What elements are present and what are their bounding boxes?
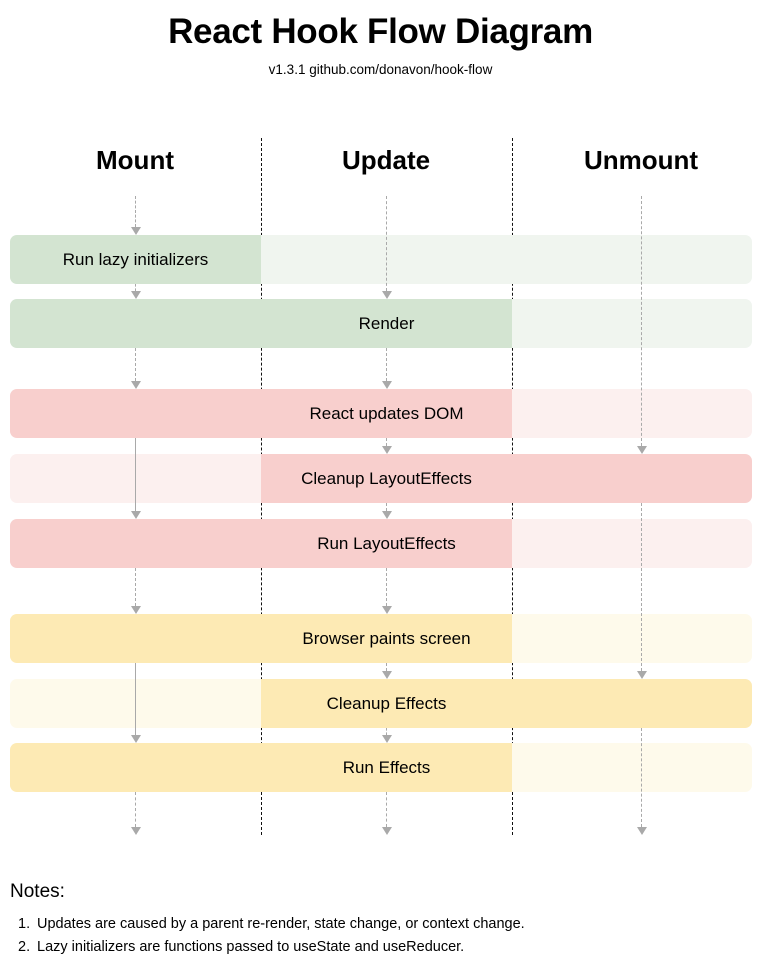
flow-connector-update-head-to-render xyxy=(386,196,387,291)
row-segment-run-layouteffects-unmount xyxy=(512,519,752,568)
flow-arrowhead-update-cleanup-to-run xyxy=(381,511,392,519)
flow-arrowhead-mount-exit xyxy=(130,827,141,835)
flow-row-run-effects: Run Effects xyxy=(10,743,752,792)
column-header-unmount: Unmount xyxy=(583,145,699,175)
row-label-browser-paints-screen: Browser paints screen xyxy=(302,628,471,648)
row-segment-render-update xyxy=(261,299,512,348)
flow-arrowhead-update-exit xyxy=(381,827,392,835)
flow-connector-mount-paint-to-effects xyxy=(135,663,136,735)
row-segment-run-lazy-initializers-mount xyxy=(10,235,261,284)
flow-arrowhead-mount-lazy-to-render xyxy=(130,291,141,299)
flow-connector-update-paint-to-cleanup xyxy=(386,663,387,671)
row-segment-render-unmount xyxy=(512,299,752,348)
flow-row-cleanup-effects: Cleanup Effects xyxy=(10,679,752,728)
flow-arrowhead-mount-head-to-lazy xyxy=(130,227,141,235)
row-segment-react-updates-dom-update xyxy=(261,389,512,438)
flow-arrowhead-update-cleanup-to-effects xyxy=(381,735,392,743)
flow-row-run-layouteffects: Run LayoutEffects xyxy=(10,519,752,568)
flow-arrowhead-mount-layout-to-paint xyxy=(130,606,141,614)
note-text: Updates are caused by a parent re-render… xyxy=(37,916,525,932)
row-segment-run-effects-update xyxy=(261,743,512,792)
row-segment-render-mount xyxy=(10,299,261,348)
page-subtitle: v1.3.1 github.com/donavon/hook-flow xyxy=(268,62,493,77)
row-segment-run-effects-unmount xyxy=(512,743,752,792)
flow-row-cleanup-layouteffects: Cleanup LayoutEffects xyxy=(10,454,752,503)
flow-arrowhead-mount-paint-to-effects xyxy=(130,735,141,743)
flow-arrowhead-update-layout-to-paint xyxy=(381,606,392,614)
flow-arrowhead-update-head-to-render xyxy=(381,291,392,299)
row-segment-cleanup-layouteffects-update xyxy=(261,454,512,503)
flow-row-browser-paints-screen: Browser paints screen xyxy=(10,614,752,663)
note-number: 2. xyxy=(18,939,31,955)
row-segment-browser-paints-screen-update xyxy=(261,614,512,663)
row-segment-run-effects-mount xyxy=(10,743,261,792)
flow-arrowhead-update-render-to-dom xyxy=(381,381,392,389)
row-segment-cleanup-layouteffects-unmount xyxy=(512,454,752,503)
notes-section: Notes: 1. Updates are caused by a parent … xyxy=(10,880,750,959)
flow-connector-unmount-head-to-cleanup xyxy=(641,196,642,446)
flow-arrowhead-update-paint-to-cleanup xyxy=(381,671,392,679)
row-segment-run-layouteffects-mount xyxy=(10,519,261,568)
flow-connector-unmount-exit xyxy=(641,728,642,827)
flow-arrowhead-update-dom-to-cleanup xyxy=(381,446,392,454)
flow-connector-mount-layout-to-paint xyxy=(135,568,136,606)
row-segment-browser-paints-screen-unmount xyxy=(512,614,752,663)
flow-connector-update-cleanup-to-run xyxy=(386,503,387,511)
row-label-run-layouteffects: Run LayoutEffects xyxy=(317,533,456,553)
note-item: 1. Updates are caused by a parent re-rend… xyxy=(10,913,750,936)
note-text: Lazy initializers are functions passed t… xyxy=(37,939,465,955)
row-segment-react-updates-dom-unmount xyxy=(512,389,752,438)
flow-connector-mount-lazy-to-render xyxy=(135,284,136,291)
flow-connector-mount-render-to-dom xyxy=(135,348,136,381)
row-label-run-lazy-initializers: Run lazy initializers xyxy=(62,249,209,269)
page-title: React Hook Flow Diagram xyxy=(168,12,593,51)
flow-connector-mount-head-to-lazy xyxy=(135,196,136,227)
flow-arrowhead-mount-render-to-dom xyxy=(130,381,141,389)
flow-connector-unmount-cleanup-to-effects xyxy=(641,503,642,671)
flow-connector-mount-exit xyxy=(135,792,136,827)
flow-row-render: Render xyxy=(10,299,752,348)
flow-row-react-updates-dom: React updates DOM xyxy=(10,389,752,438)
column-header-mount: Mount xyxy=(96,145,174,175)
note-item: 2. Lazy initializers are functions passed… xyxy=(10,936,750,959)
row-segment-react-updates-dom-mount xyxy=(10,389,261,438)
notes-title: Notes: xyxy=(10,881,65,902)
row-label-cleanup-layouteffects: Cleanup LayoutEffects xyxy=(301,468,472,488)
flow-connector-mount-dom-to-layouteffects xyxy=(135,438,136,511)
column-header-update: Update xyxy=(341,145,431,175)
notes-list: 1. Updates are caused by a parent re-rend… xyxy=(10,913,750,959)
row-label-react-updates-dom: React updates DOM xyxy=(309,403,464,423)
row-label-render: Render xyxy=(358,313,415,333)
flow-connector-update-layout-to-paint xyxy=(386,568,387,606)
flow-connector-update-exit xyxy=(386,792,387,827)
flow-connector-update-render-to-dom xyxy=(386,348,387,381)
flow-arrowhead-unmount-cleanup-to-effects xyxy=(636,671,647,679)
flow-arrowhead-mount-dom-to-layouteffects xyxy=(130,511,141,519)
row-segment-run-lazy-initializers-unmount xyxy=(512,235,752,284)
row-label-run-effects: Run Effects xyxy=(342,757,431,777)
flow-connector-update-dom-to-cleanup xyxy=(386,438,387,446)
row-segment-cleanup-effects-unmount xyxy=(512,679,752,728)
row-segment-browser-paints-screen-mount xyxy=(10,614,261,663)
flow-arrowhead-unmount-exit xyxy=(636,827,647,835)
row-segment-cleanup-effects-update xyxy=(261,679,512,728)
note-number: 1. xyxy=(18,916,31,932)
row-segment-run-layouteffects-update xyxy=(261,519,512,568)
flow-connector-update-cleanup-to-effects xyxy=(386,728,387,735)
flow-arrowhead-unmount-head-to-cleanup xyxy=(636,446,647,454)
row-label-cleanup-effects: Cleanup Effects xyxy=(326,693,447,713)
